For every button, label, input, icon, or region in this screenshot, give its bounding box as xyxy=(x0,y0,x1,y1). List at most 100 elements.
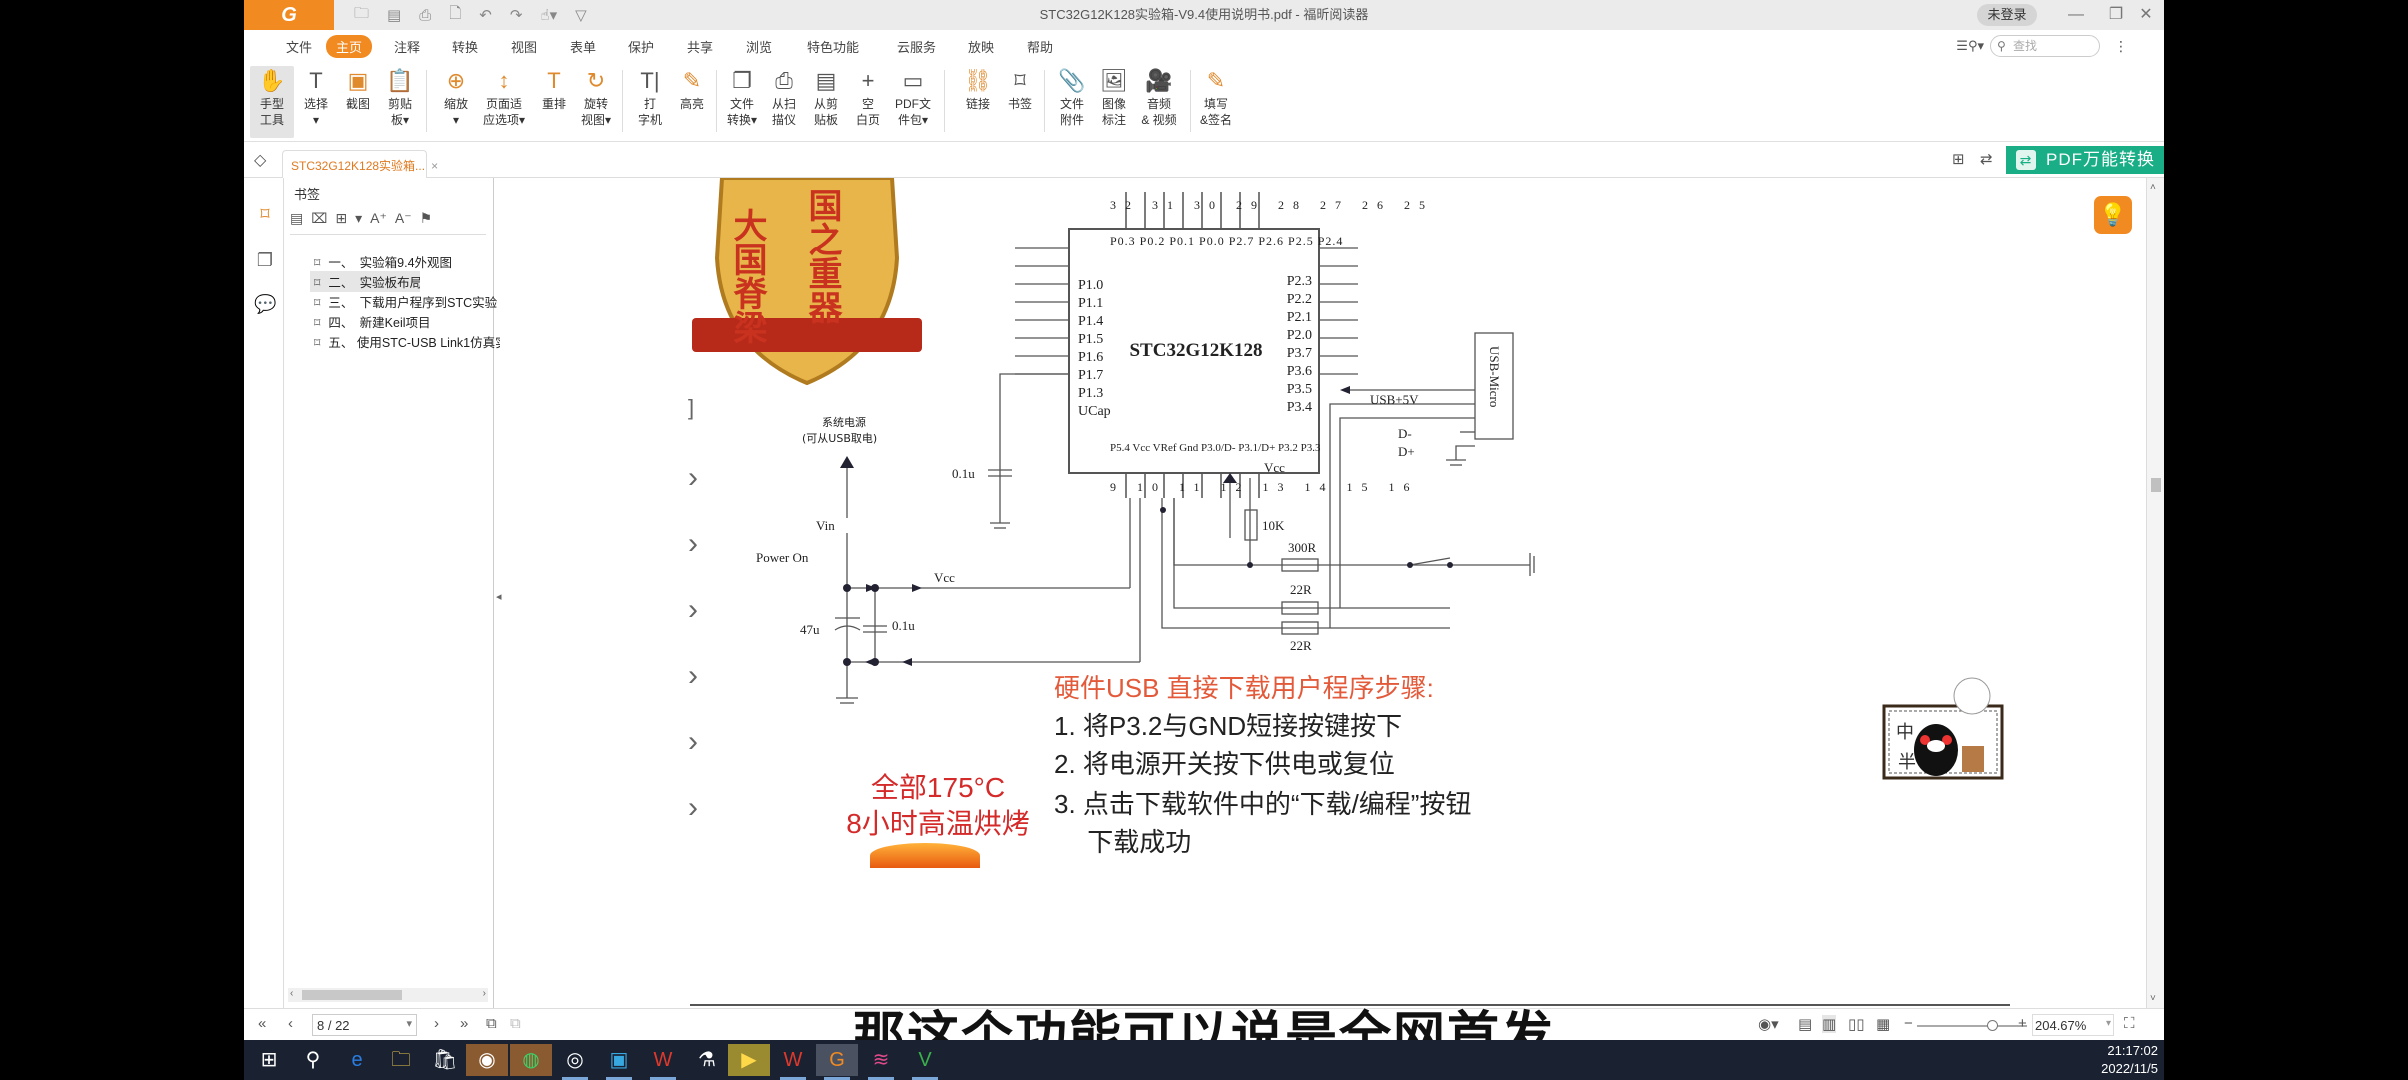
bookmark-item[interactable]: 五、 使用STC-USB Link1仿真实 xyxy=(310,331,500,352)
file-attachment-button[interactable]: 📎文件附件 xyxy=(1050,66,1094,138)
last-page-icon[interactable]: » xyxy=(460,1015,469,1032)
start-icon[interactable]: ⊞ xyxy=(260,1049,278,1071)
zoom-in-icon[interactable]: + xyxy=(2018,1015,2027,1032)
menu-convert[interactable]: 转换 xyxy=(452,40,479,55)
typewriter-button[interactable]: T|打字机 xyxy=(628,66,672,138)
comments-panel-icon[interactable]: 💬 xyxy=(254,294,277,314)
continuous-page-icon[interactable]: ▥ xyxy=(1822,1015,1837,1033)
fullscreen-icon[interactable]: ⛶ xyxy=(2124,1015,2135,1032)
menu-cloud[interactable]: 云服务 xyxy=(897,40,937,55)
snapshot-button[interactable]: ▣截图 xyxy=(336,66,380,138)
expand-all-icon[interactable]: ▤ xyxy=(290,210,304,226)
single-page-icon[interactable]: ▤ xyxy=(1798,1016,1813,1033)
menu-home[interactable]: 主页 xyxy=(326,35,373,58)
menu-comment[interactable]: 注释 xyxy=(394,40,421,55)
new-icon[interactable]: 🗋 xyxy=(449,4,462,22)
foxit-taskbar-icon[interactable]: G xyxy=(816,1044,858,1080)
tag-bookmark-icon[interactable]: ⚑ xyxy=(419,210,433,226)
file-convert-button[interactable]: ❐文件转换▾ xyxy=(720,66,764,138)
hand-tool-button[interactable]: ✋手型工具 xyxy=(250,66,294,138)
store-icon[interactable]: 🛍 xyxy=(432,1049,458,1071)
menu-file[interactable]: 文件 xyxy=(286,40,313,55)
hand-mode-icon[interactable]: ☝▾ xyxy=(540,7,558,24)
page-number-input[interactable]: 8 / 22 xyxy=(312,1014,417,1036)
maximize-button[interactable]: ❐ xyxy=(2108,6,2124,23)
rotate-view-button[interactable]: ↻旋转视图▾ xyxy=(574,66,618,138)
wechat-icon[interactable]: ◍ xyxy=(510,1044,552,1076)
more-icon[interactable]: ⋮ xyxy=(2114,37,2128,54)
next-view-icon[interactable]: ⧉ xyxy=(510,1015,521,1032)
close-tab-icon[interactable]: × xyxy=(431,159,439,173)
lightbulb-tip-button[interactable]: 💡 xyxy=(2094,196,2132,234)
decrease-font-icon[interactable]: A⁻ xyxy=(394,210,412,226)
v5-app-icon[interactable]: V xyxy=(904,1044,946,1080)
close-button[interactable]: ✕ xyxy=(2139,6,2153,23)
page-fit-button[interactable]: ↕页面适应选项▾ xyxy=(478,66,530,138)
print-icon[interactable]: ⎙ xyxy=(419,6,432,24)
minimize-button[interactable]: — xyxy=(2068,6,2084,23)
video-player-icon[interactable]: ▶ xyxy=(728,1044,770,1076)
edge-icon[interactable]: e xyxy=(351,1049,363,1071)
wps-2-icon[interactable]: W xyxy=(772,1044,814,1080)
fill-sign-button[interactable]: ✎填写&签名 xyxy=(1194,66,1238,138)
redo-icon[interactable]: ↷ xyxy=(509,7,523,24)
zoom-out-icon[interactable]: − xyxy=(1904,1015,1913,1032)
bookmark-dropdown-icon[interactable]: ▾ xyxy=(355,210,363,226)
pdf-convert-button[interactable]: PDF万能转换 xyxy=(2006,146,2164,174)
read-mode-icon[interactable]: ◉▾ xyxy=(1758,1016,1779,1033)
search-input[interactable]: 查找 xyxy=(1990,35,2100,57)
prev-page-icon[interactable]: ‹ xyxy=(288,1015,293,1032)
zoom-level-input[interactable]: 204.67%▾ xyxy=(2032,1014,2114,1036)
search-options-icon[interactable]: ☰⚲▾ xyxy=(1956,38,1984,53)
scroll-down-icon[interactable]: ˅ xyxy=(2150,993,2156,1004)
zoom-slider[interactable] xyxy=(1917,1020,2027,1031)
previous-view-icon[interactable]: ⧉ xyxy=(486,1015,497,1032)
bookmark-item[interactable]: 四、 新建Keil项目 xyxy=(310,311,500,332)
grid-view-icon[interactable]: ⊞ xyxy=(1952,151,1965,168)
menu-browse[interactable]: 浏览 xyxy=(746,40,773,55)
first-page-icon[interactable]: « xyxy=(258,1015,267,1032)
bookmark-item[interactable]: 三、 下载用户程序到STC实验 xyxy=(310,291,500,312)
scroll-up-icon[interactable]: ˄ xyxy=(2150,182,2156,193)
pages-panel-icon[interactable]: ❐ xyxy=(256,250,274,270)
from-clipboard-button[interactable]: ▤从剪贴板 xyxy=(804,66,848,138)
app-16-icon[interactable]: ⚗ xyxy=(698,1049,716,1071)
foxit-logo[interactable]: G xyxy=(244,0,334,30)
image-annotation-button[interactable]: 🖼图像标注 xyxy=(1092,66,1136,138)
swap-icon[interactable]: ⇄ xyxy=(1980,151,1993,168)
chrome-icon[interactable]: ◎ xyxy=(554,1044,596,1080)
vertical-scrollbar[interactable]: ˄ ˅ xyxy=(2146,178,2164,1008)
facing-page-icon[interactable]: ▯▯ xyxy=(1848,1016,1865,1033)
delete-bookmark-icon[interactable]: ⌧ xyxy=(311,210,328,226)
menu-view[interactable]: 视图 xyxy=(511,40,538,55)
open-icon[interactable]: 🗀 xyxy=(354,4,370,22)
bookmark-panel-icon[interactable]: ⌑ xyxy=(260,204,270,224)
pdf-portfolio-button[interactable]: ▭PDF文件包▾ xyxy=(888,66,938,138)
file-explorer-icon[interactable]: 🗀 xyxy=(391,1049,411,1071)
blank-page-button[interactable]: +空白页 xyxy=(846,66,890,138)
wps-icon[interactable]: W xyxy=(642,1044,684,1080)
zoom-button[interactable]: ⊕缩放▾ xyxy=(434,66,478,138)
stripes-app-icon[interactable]: ≋ xyxy=(860,1044,902,1080)
chart-app-icon[interactable]: ▣ xyxy=(598,1044,640,1080)
audio-video-button[interactable]: 🎥音频& 视频 xyxy=(1134,66,1184,138)
clipboard-button[interactable]: 📋剪贴板▾ xyxy=(378,66,422,138)
save-icon[interactable]: ▤ xyxy=(387,7,402,24)
undo-icon[interactable]: ↶ xyxy=(479,7,492,24)
search-icon[interactable]: ⚲ xyxy=(305,1049,321,1071)
eraser-icon[interactable]: ◇ xyxy=(254,152,267,169)
highlight-button[interactable]: ✎高亮 xyxy=(670,66,714,138)
app-icon-red[interactable]: ◉ xyxy=(466,1044,508,1076)
bookmark-item-selected[interactable]: 二、 实验板布局图 xyxy=(310,271,420,292)
bookmark-horizontal-scrollbar[interactable]: ‹› xyxy=(288,988,488,1002)
document-tab[interactable]: STC32G12K128实验箱...× xyxy=(282,150,438,178)
menu-share[interactable]: 共享 xyxy=(687,40,714,55)
menu-help[interactable]: 帮助 xyxy=(1027,40,1054,55)
continuous-facing-icon[interactable]: ▦ xyxy=(1876,1016,1891,1033)
collapse-panel-icon[interactable]: ◂ xyxy=(496,591,502,603)
next-page-icon[interactable]: › xyxy=(434,1015,439,1032)
scroll-thumb[interactable] xyxy=(302,990,402,1000)
